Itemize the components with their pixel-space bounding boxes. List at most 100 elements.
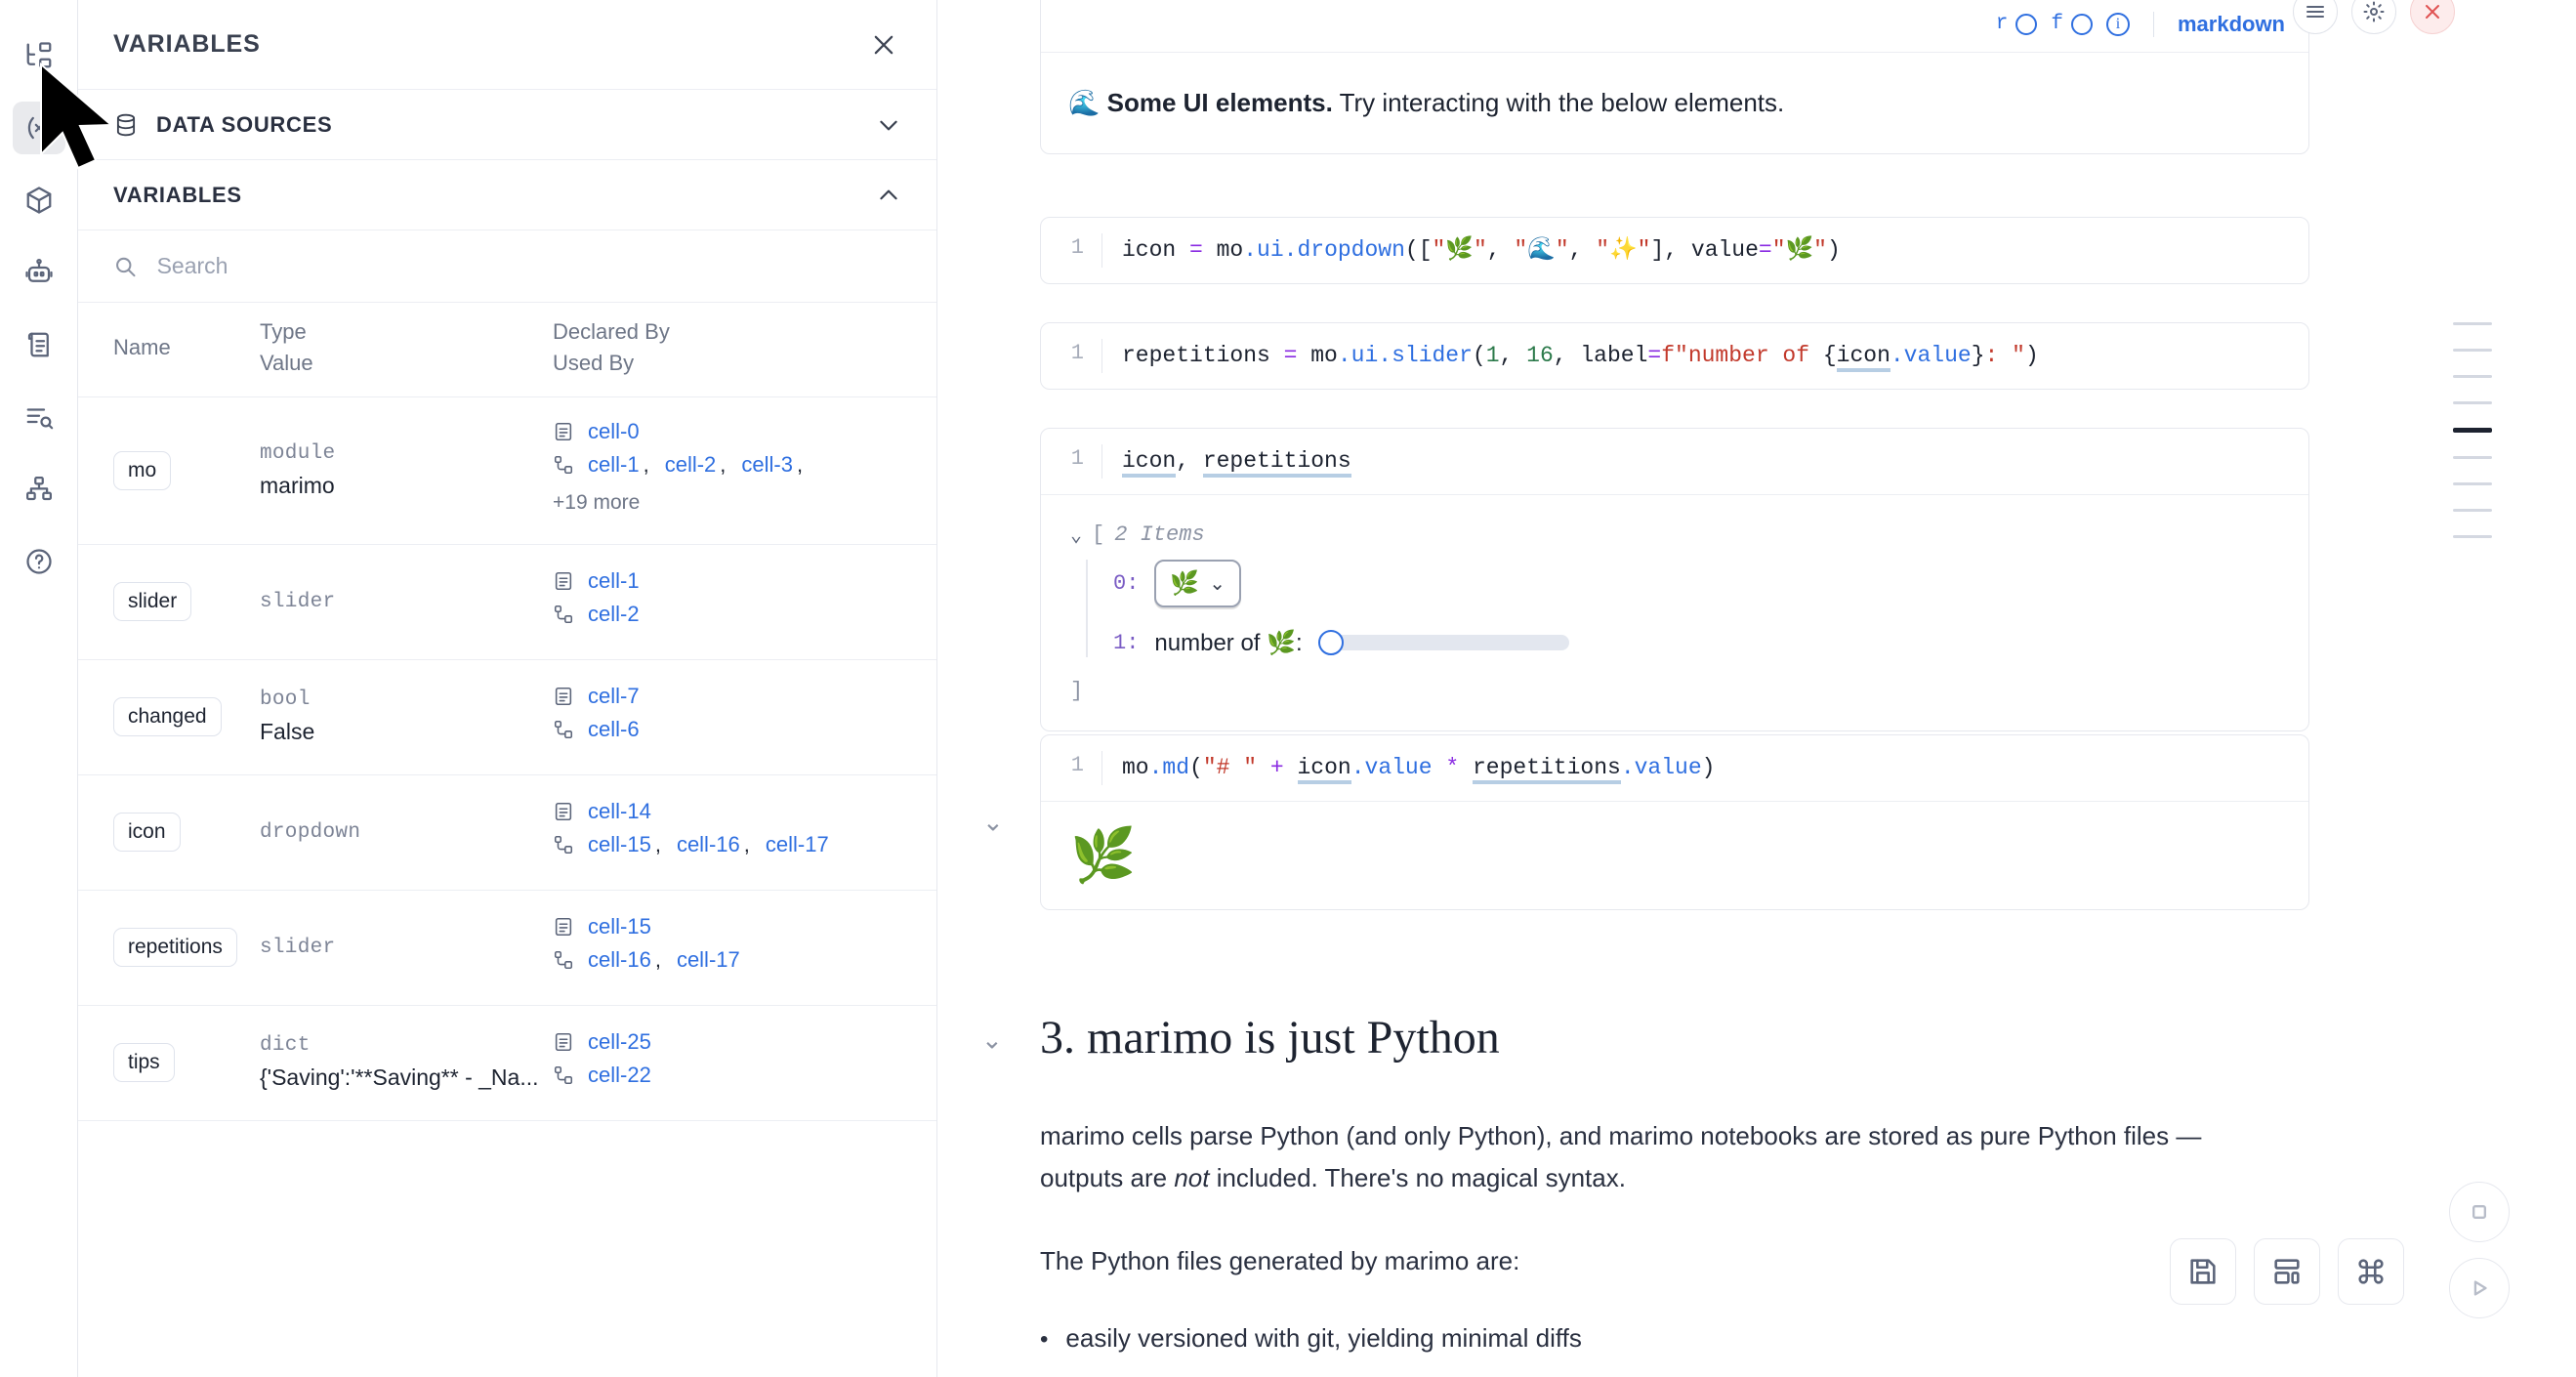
cell-link[interactable]: cell-16: [676, 832, 740, 857]
minimap-mark[interactable]: [2453, 375, 2492, 378]
gear-icon[interactable]: [2351, 0, 2396, 34]
f-ring-icon: [2070, 13, 2093, 35]
command-icon[interactable]: [2338, 1238, 2404, 1305]
variable-name-pill[interactable]: changed: [113, 697, 222, 737]
variable-type-cell: bool False: [260, 688, 553, 745]
minimap-mark[interactable]: [2453, 456, 2492, 459]
cell-used-icon: [554, 455, 573, 474]
bullet-icon: •: [1040, 1325, 1049, 1353]
minimap-mark[interactable]: [2453, 401, 2492, 404]
section-heading: 3. marimo is just Python: [1040, 1012, 1500, 1064]
cell-link[interactable]: cell-25: [588, 1029, 651, 1055]
variable-type: dropdown: [260, 820, 361, 844]
chevron-down-icon: ⌄: [1070, 524, 1083, 548]
collapse-cell-icon[interactable]: ⌄: [982, 807, 1004, 837]
code-content[interactable]: icon = mo.ui.dropdown(["🌿", "🌊", "✨"], v…: [1101, 233, 2308, 268]
code-content[interactable]: mo.md("# " + icon.value * repetitions.va…: [1101, 751, 2308, 785]
minimap-mark[interactable]: [2453, 349, 2492, 352]
search-input[interactable]: [156, 253, 901, 279]
play-icon[interactable]: [2449, 1258, 2510, 1318]
minimap-mark[interactable]: [2453, 535, 2492, 538]
variable-name-pill[interactable]: repetitions: [113, 928, 237, 968]
info-icon[interactable]: i: [2105, 12, 2130, 36]
reactive-flag-f[interactable]: f: [2051, 13, 2093, 35]
file-tree-icon[interactable]: [13, 29, 65, 82]
repetitions-slider[interactable]: [1317, 630, 1569, 655]
section-data-sources[interactable]: DATA SOURCES: [78, 90, 936, 160]
table-row[interactable]: tips dict {'Saving':'**Saving** - _Na...…: [78, 1006, 936, 1121]
help-icon[interactable]: [13, 535, 65, 588]
table-row[interactable]: mo module marimo cell-0 cell-1,cell-2,ce…: [78, 397, 936, 545]
cell-link[interactable]: cell-1: [588, 568, 640, 594]
section-variables[interactable]: VARIABLES: [78, 160, 936, 230]
cell-link[interactable]: cell-17: [765, 832, 829, 857]
cell-link[interactable]: cell-1: [588, 451, 640, 477]
cell-link[interactable]: cell-14: [588, 799, 651, 824]
table-row[interactable]: repetitions slider cell-15 cell-16,cell-…: [78, 891, 936, 1006]
save-icon[interactable]: [2170, 1238, 2236, 1305]
slider-track[interactable]: [1334, 635, 1569, 650]
code-content[interactable]: icon, repetitions: [1101, 444, 2308, 479]
database-icon: [116, 113, 136, 136]
section-paragraph-1: marimo cells parse Python (and only Pyth…: [1040, 1115, 2251, 1199]
list-item-text: easily versioned with git, yielding mini…: [1065, 1322, 1582, 1353]
outline-icon[interactable]: [13, 463, 65, 516]
variable-value: False: [260, 719, 315, 745]
collapse-section-icon[interactable]: ⌄: [981, 1024, 1003, 1055]
icon-dropdown[interactable]: 🌿 ⌄: [1154, 559, 1242, 607]
declared-by-line: cell-1: [553, 568, 901, 594]
minimap-mark[interactable]: [2453, 509, 2492, 512]
minimap-mark[interactable]: [2453, 482, 2492, 485]
used-by-more[interactable]: +19 more: [553, 490, 641, 514]
code-cell-dropdown: 1 icon = mo.ui.dropdown(["🌿", "🌊", "✨"],…: [1040, 217, 2309, 284]
menu-icon[interactable]: [2293, 0, 2338, 34]
minimap-mark[interactable]: [2453, 428, 2492, 433]
cell-link[interactable]: cell-16: [588, 947, 651, 973]
language-badge[interactable]: markdown: [2177, 11, 2285, 36]
tree-row-1: 1: number of 🌿:: [1113, 629, 2279, 657]
package-icon[interactable]: [13, 174, 65, 227]
robot-icon[interactable]: [13, 246, 65, 299]
cell-link[interactable]: cell-6: [588, 717, 640, 742]
tree-index-1: 1:: [1113, 630, 1140, 655]
table-row[interactable]: changed bool False cell-7 cell-6: [78, 660, 936, 775]
line-number: 1: [1070, 446, 1084, 471]
variable-name-pill[interactable]: mo: [113, 450, 172, 490]
close-icon[interactable]: [866, 27, 901, 63]
output-emoji: 🌊: [1068, 88, 1101, 117]
table-row[interactable]: icon dropdown cell-14 cell-15,cell-16,ce…: [78, 775, 936, 891]
cell-link[interactable]: cell-15: [588, 914, 651, 939]
close-cell-icon[interactable]: [2410, 0, 2455, 34]
variables-icon[interactable]: [12, 102, 65, 154]
chevron-up-icon: [880, 189, 897, 199]
reactive-flag-r[interactable]: r: [1996, 13, 2038, 35]
cell-link[interactable]: cell-0: [588, 418, 640, 443]
cell-link[interactable]: cell-15: [588, 832, 651, 857]
scroll-minimap[interactable]: [2453, 322, 2492, 538]
code-cell-slider: 1 repetitions = mo.ui.slider(1, 16, labe…: [1040, 322, 2309, 390]
variable-name-pill[interactable]: slider: [113, 582, 192, 622]
scratchpad-icon[interactable]: [13, 318, 65, 371]
cell-link[interactable]: cell-2: [664, 451, 717, 477]
variable-name-pill[interactable]: icon: [113, 813, 181, 853]
table-row[interactable]: slider slider cell-1 cell-2: [78, 545, 936, 660]
col-header-used-by: Used By: [553, 350, 635, 375]
cell-link[interactable]: cell-22: [588, 1063, 651, 1088]
cell-link[interactable]: cell-3: [741, 451, 793, 477]
stop-icon[interactable]: [2449, 1182, 2510, 1242]
minimap-mark[interactable]: [2453, 322, 2492, 325]
cell-used-icon: [554, 721, 573, 739]
tree-header[interactable]: ⌄ [ 2 Items: [1070, 522, 2279, 548]
r-ring-icon: [2015, 13, 2038, 35]
cell-link[interactable]: cell-2: [588, 602, 640, 627]
slider-thumb[interactable]: [1317, 630, 1344, 655]
variable-name-pill[interactable]: tips: [113, 1043, 175, 1083]
layout-icon[interactable]: [2254, 1238, 2320, 1305]
dependency-search-icon[interactable]: [13, 391, 65, 443]
declared-by-line: cell-25: [553, 1029, 901, 1055]
code-content[interactable]: repetitions = mo.ui.slider(1, 16, label=…: [1101, 339, 2308, 373]
output-cell-ui-elements: 1 icon, repetitions ⌄ [ 2 Items 0: 🌿: [1040, 428, 2309, 731]
cell-link[interactable]: cell-7: [588, 684, 640, 709]
cell-link[interactable]: cell-17: [676, 947, 740, 973]
output-bold-text: Some UI elements.: [1106, 88, 1333, 117]
